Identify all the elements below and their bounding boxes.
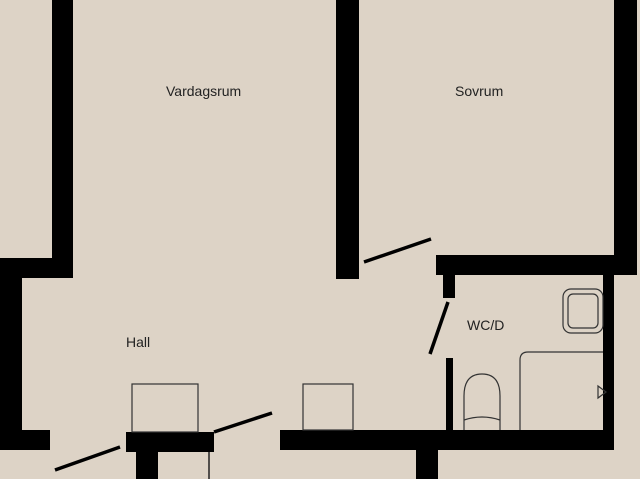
radiator-left [131,383,199,433]
wall-wc-left-lower [446,358,453,432]
radiator-right [302,383,354,431]
room-label-bedroom: Sovrum [455,83,504,99]
wall-hall-left-bottom [0,430,50,450]
fixtures [131,288,607,433]
wall-living-bedroom [336,0,359,279]
doors [54,237,450,472]
door-bedroom[interactable] [363,237,432,264]
wall-wc-left-upper [443,255,455,298]
shower-drain [597,384,607,400]
wall-hall-left [0,258,22,450]
door-entrance-right[interactable] [213,411,273,434]
wall-entrance-stem [136,450,158,479]
shower [519,351,603,430]
wall-wc-right [603,270,614,446]
wall-bottom-stub [416,448,438,479]
wall-bedroom-right [614,0,637,275]
sink [562,288,604,334]
toilet-seat-edge [463,416,501,421]
wall-living-left [52,0,73,278]
door-wc[interactable] [428,301,450,355]
room-label-bathroom: WC/D [467,317,505,333]
wall-entrance-pier [126,432,214,452]
wall-bedroom-bottom [436,255,637,275]
toilet [463,373,501,430]
room-label-hall: Hall [126,334,151,350]
sink-basin [567,293,599,329]
wall-bottom-right [280,430,614,450]
door-entrance-left[interactable] [54,445,121,472]
room-label-living-room: Vardagsrum [166,83,242,99]
